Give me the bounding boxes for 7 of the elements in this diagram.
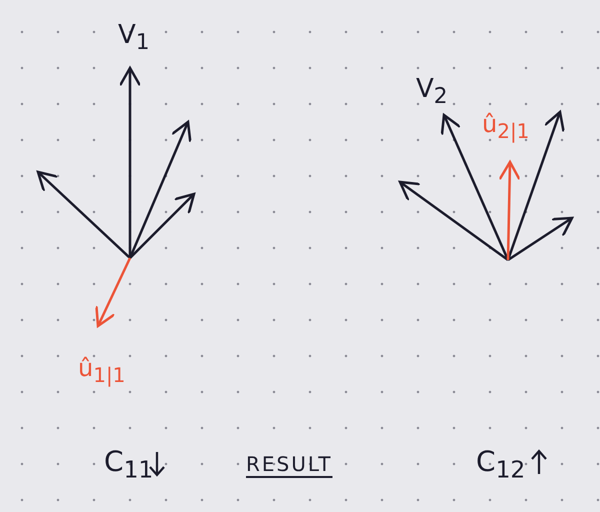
vector-label: C$_{11}$ xyxy=(104,448,154,482)
vector-label: û$_{2|1}$ xyxy=(482,112,530,141)
vector-label: û$_{1|1}$ xyxy=(78,356,126,385)
vector-label: C$_{12}$ xyxy=(476,448,526,482)
vector-label: RESULT xyxy=(246,454,332,474)
vector-label: V$_{2}$ xyxy=(416,76,448,108)
vector-label: V$_{1}$ xyxy=(118,22,150,54)
